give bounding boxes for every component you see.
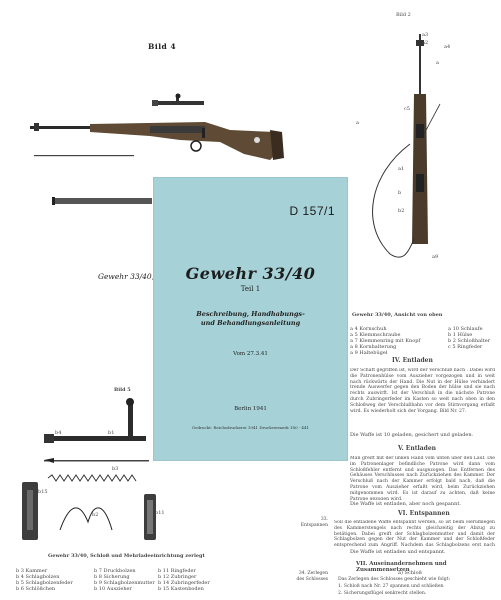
side-label-zerlegen: 34. Zerlegen des Schlosses xyxy=(296,571,328,582)
legend-item: a 5 Klemmschraube xyxy=(350,332,401,338)
follower-drawing xyxy=(144,494,156,540)
legend-right-left: a 4 Kornschuh a 5 Klemmschraube a 7 Klem… xyxy=(350,326,420,356)
legend-item: b 8 Sicherung xyxy=(94,574,130,580)
part-label: a1 xyxy=(398,166,405,172)
legend-item: b 12 Zubringer xyxy=(158,574,197,580)
part-label-b11: b11 xyxy=(155,510,165,516)
cover-date: Vom 27.3.41 xyxy=(233,351,268,357)
manual-cover: D 157/1 Gewehr 33/40 Teil 1 Beschreibung… xyxy=(154,178,347,460)
legend-item: a 4 Kornschuh xyxy=(350,326,387,332)
magazine-floorplate-drawing xyxy=(22,482,113,540)
cover-subtitle: Beschreibung, Handhabungs- und Behandlun… xyxy=(154,310,347,328)
side-label-entspannen: 33. Entspannen xyxy=(300,517,328,528)
legend-item: b 6 Schlößchen xyxy=(16,586,56,592)
rifle-side-drawing xyxy=(30,122,284,160)
bolt-drawing xyxy=(152,93,204,106)
cover-city-year: Berlin 1941 xyxy=(234,406,267,412)
bolt-assembly-drawing xyxy=(44,398,149,482)
status-line-relaxed: Die Waffe ist entladen und entspannt. xyxy=(350,549,446,555)
legend-item: a 10 Schlaufe xyxy=(448,326,483,332)
part-label: c5 xyxy=(404,106,410,112)
part-label-b15: b15 xyxy=(38,489,48,495)
part-label: a4 xyxy=(444,44,451,50)
barrel-band-drawing xyxy=(52,197,152,205)
legend-item: b 15 Kastenboden xyxy=(158,586,204,592)
caption-gewehr-left: Gewehr 33/40, z xyxy=(98,272,161,281)
figure-caption-top-view: Gewehr 33/40, Ansicht von oben xyxy=(352,312,443,318)
legend-right-right: a 10 Schlaufe b 1 Hülse b 2 Schloßhalter… xyxy=(448,326,490,350)
section-heading-vi: VI. Entspannen xyxy=(398,510,450,517)
part-label-b1: b1 xyxy=(108,430,115,436)
section-heading-vii: VII. Auseinandernehmen und Zusammensetze… xyxy=(356,561,447,573)
part-label-b3: b3 xyxy=(112,466,119,472)
cleaning-rod-drawing xyxy=(34,155,134,157)
part-label: a xyxy=(356,120,359,126)
cover-subtitle-line-1: Beschreibung, Handhabungs- xyxy=(196,310,305,318)
cover-subtitle-line-2: und Behandlungsanleitung xyxy=(200,319,301,327)
legend-item: a 7 Klemmenring mit Knopf xyxy=(350,338,421,344)
rifle-top-view-drawing xyxy=(372,34,441,258)
part-label: a3 xyxy=(422,32,429,38)
section-v-text: Man greift mit der linken Hand vom unten… xyxy=(350,456,495,500)
status-line-loaded: Die Waffe ist 10 geladen, gesichert und … xyxy=(350,432,474,438)
part-label: b xyxy=(398,190,402,196)
status-line-unloaded: Die Waffe ist entladen, aber noch gespan… xyxy=(350,501,461,507)
legend-column-3: b 11 Ringfeder b 12 Zubringer b 14 Zubri… xyxy=(158,568,210,592)
legend-item: b 4 Schlagbolzen xyxy=(16,574,60,580)
part-label: b2 xyxy=(398,208,405,214)
section-iv-text: Der Schaft gegriffen ist, wird der Versc… xyxy=(350,368,495,414)
legend-item: b 7 Druckbolzen xyxy=(94,568,136,574)
publication-number: D 157/1 xyxy=(289,204,335,218)
legend-item: a 8 Kornhalterung xyxy=(350,344,397,350)
section-heading-v: V. Entladen xyxy=(398,445,437,452)
legend-column-2: b 7 Druckbolzen b 8 Sicherung b 9 Schlag… xyxy=(94,568,155,592)
figure-caption-bild-5: Bild 5 xyxy=(114,387,131,393)
cover-title: Gewehr 33/40 xyxy=(185,264,316,283)
legend-item: a 9 Haltebügel xyxy=(350,350,388,356)
legend-item: c 5 Ringfeder xyxy=(448,344,483,350)
section-vii-step-2: 2. Sicherungsflügel senkrecht stellen. xyxy=(338,591,427,596)
section-vii-intro: Das Zerlegen des Schlosses geschieht wie… xyxy=(338,577,451,582)
part-label: a2 xyxy=(422,40,429,46)
legend-item: b 9 Schlagbolzenmutter xyxy=(94,580,155,586)
cover-printer-note: Gedruckt: Reichsdruckerei 1941 Druckverm… xyxy=(191,425,310,430)
part-label-b4: b4 xyxy=(55,430,62,436)
part-label: a xyxy=(436,60,439,66)
part-label-b2: b2 xyxy=(92,512,99,518)
section-vii-a: a) Schloß xyxy=(398,570,422,576)
figure-caption-bild-4: Bild 4 xyxy=(148,42,177,51)
legend-item: b 5 Schlagbolzenfeder xyxy=(16,580,73,586)
legend-item: b 2 Schloßhalter xyxy=(448,338,491,344)
part-label: a9 xyxy=(432,254,439,260)
legend-item: b 1 Hülse xyxy=(448,332,473,338)
figure-caption-bild-5-text: Gewehr 33/40, Schloß und Mehrladeeinrich… xyxy=(48,553,205,559)
legend-item: b 3 Kammer xyxy=(16,568,48,574)
legend-item: b 14 Zubringerfeder xyxy=(158,580,210,586)
cover-part: Teil 1 xyxy=(240,285,261,293)
legend-column-1: b 3 Kammer b 4 Schlagbolzen b 5 Schlagbo… xyxy=(16,568,73,592)
section-heading-iv: IV. Entladen xyxy=(392,357,433,364)
legend-item: b 11 Ringfeder xyxy=(158,568,196,574)
legend-item: b 10 Auszieher xyxy=(94,586,132,592)
section-vi-text: Soll die entladene Waffe entspannt werde… xyxy=(334,520,495,548)
figure-caption-bild-2: Bild 2 xyxy=(396,12,411,18)
section-vii-step-1: 1. Schloß nach Nr. 27 spannen und schlie… xyxy=(338,584,444,589)
